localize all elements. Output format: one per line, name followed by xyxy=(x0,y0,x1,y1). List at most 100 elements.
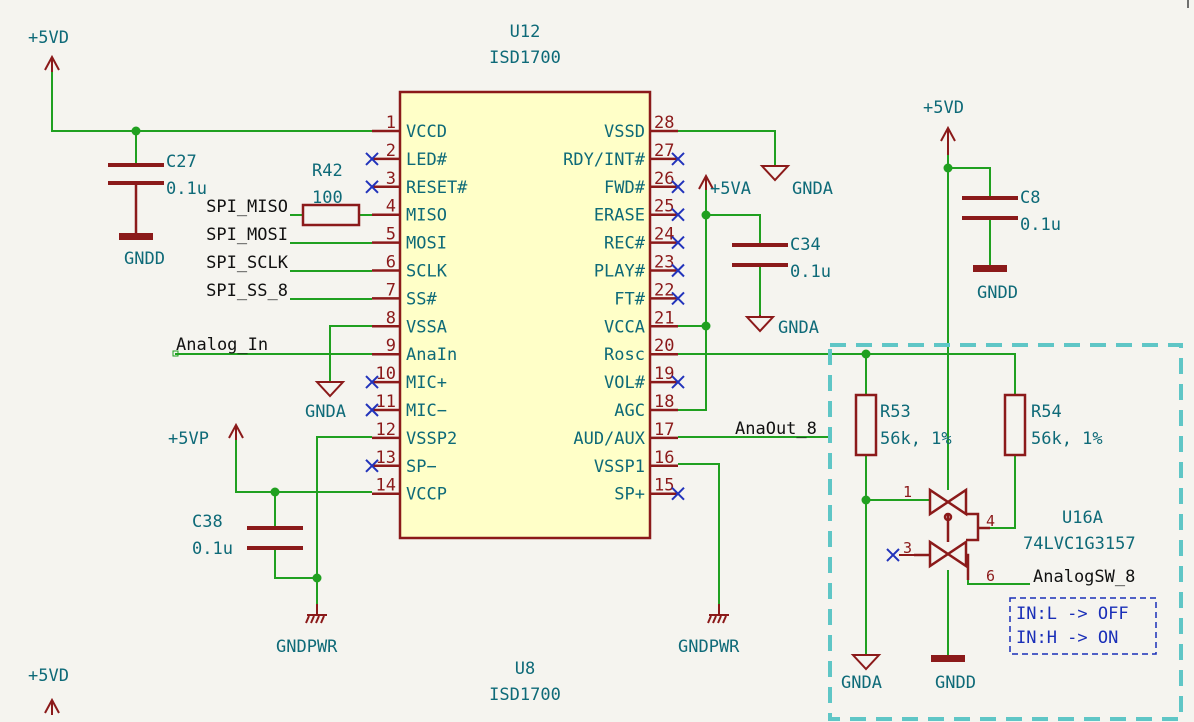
analog-switch-u16a[interactable] xyxy=(914,487,990,580)
u12-pin-name: FT# xyxy=(614,289,645,309)
no-connect-icon xyxy=(671,180,685,194)
no-connect-icon xyxy=(671,375,685,389)
wire-vssp2 xyxy=(316,436,372,604)
u12-pin-name: VCCP xyxy=(406,485,447,505)
ground-gndpwr-icon xyxy=(305,604,327,624)
u12-pin-name: VSSP1 xyxy=(594,457,645,477)
wire-vssd xyxy=(678,130,776,166)
logic-note-line-1: IN:L -> OFF xyxy=(1016,604,1129,624)
u12-pin-name: MIC+ xyxy=(406,373,447,393)
u12-pin-name: REC# xyxy=(604,234,646,254)
net-label-spi-mosi: SPI_MOSI xyxy=(206,225,288,245)
u12-pin-number: 24 xyxy=(654,225,674,245)
u12-pin-name: MISO xyxy=(406,206,447,226)
no-connect-icon xyxy=(671,207,685,222)
net-label-anaout: AnaOut_8 xyxy=(735,419,817,439)
u12-pin-number: 18 xyxy=(654,392,674,412)
u12-pin-number: 13 xyxy=(376,448,396,468)
wire-vccp xyxy=(235,440,372,493)
power-label-5vd: +5VD xyxy=(923,98,964,118)
resistor-r53[interactable] xyxy=(854,393,878,457)
u12-pin-number: 27 xyxy=(654,141,674,161)
u12-pin-number: 2 xyxy=(386,141,396,161)
u12-pin-number: 16 xyxy=(654,448,674,468)
wire-agc xyxy=(678,326,707,411)
u12-pin-number: 3 xyxy=(386,169,396,189)
r54-value: 56k, 1% xyxy=(1031,429,1103,449)
capacitor-c38[interactable] xyxy=(247,526,303,550)
u16a-ref: U16A xyxy=(1062,508,1103,528)
u12-pin-number: 15 xyxy=(654,476,674,496)
u12-pin-number: 4 xyxy=(386,197,396,217)
u12-pin-number: 9 xyxy=(386,336,396,356)
junction-dot xyxy=(861,495,871,505)
wire-c34 xyxy=(706,214,761,315)
no-connect-icon xyxy=(671,486,685,501)
u12-pin-name: SP− xyxy=(406,457,437,477)
ground-label-gndd: GNDD xyxy=(124,249,165,269)
c27-ref: C27 xyxy=(166,152,197,172)
u12-pin-number: 5 xyxy=(386,225,396,245)
junction-dot xyxy=(861,349,871,359)
ground-gndd-icon xyxy=(931,655,965,662)
resistor-r42[interactable] xyxy=(301,203,361,227)
c8-ref: C8 xyxy=(1020,188,1040,208)
u12-pin-name: AnaIn xyxy=(406,345,457,365)
r53-value: 56k, 1% xyxy=(880,429,952,449)
junction-dot xyxy=(312,573,322,583)
wire-sw-pin6 xyxy=(967,580,1030,585)
net-label-spi-sclk: SPI_SCLK xyxy=(206,253,289,273)
u12-pin-number: 17 xyxy=(654,420,674,440)
u12-pin-name: AGC xyxy=(614,401,645,421)
no-connect-icon xyxy=(671,152,685,166)
u12-pin-number: 12 xyxy=(376,420,396,440)
u12-pin-name: PLAY# xyxy=(594,262,646,282)
analog-in-connection-point xyxy=(172,350,179,357)
ground-gndd-icon xyxy=(973,265,1007,272)
u12-pin-number: 8 xyxy=(386,308,396,328)
u12-pin-name: MIC− xyxy=(406,401,447,421)
no-connect-icon xyxy=(365,403,379,417)
wire-vssp1 xyxy=(678,463,720,604)
r54-ref: R54 xyxy=(1031,402,1062,422)
no-connect-icon xyxy=(886,548,900,562)
junction-dot xyxy=(701,210,711,220)
capacitor-c27[interactable] xyxy=(108,163,164,235)
analog-switch-group-box xyxy=(828,343,1183,721)
ground-label-gndd: GNDD xyxy=(977,283,1018,303)
ground-label-gndpwr: GNDPWR xyxy=(276,637,338,657)
u12-pin-number: 20 xyxy=(654,336,674,356)
ground-gndd-icon xyxy=(119,233,153,240)
capacitor-c8[interactable] xyxy=(962,196,1018,220)
wire-c8 xyxy=(948,167,991,265)
wire-rosc xyxy=(678,353,1016,395)
capacitor-c34[interactable] xyxy=(732,243,788,267)
u12-value: ISD1700 xyxy=(489,48,561,68)
c38-ref: C38 xyxy=(192,512,223,532)
u12-pin-name: SCLK xyxy=(406,262,448,282)
u12-pin-name: VOL# xyxy=(604,373,646,393)
net-label-spi-ss: SPI_SS_8 xyxy=(206,281,288,301)
u12-body[interactable] xyxy=(398,90,652,540)
wire-r54-bottom xyxy=(990,455,1016,529)
junction-dot xyxy=(270,487,280,497)
u12-pin-number: 28 xyxy=(654,113,674,133)
logic-note-line-2: IN:H -> ON xyxy=(1016,628,1118,648)
r42-value: 100 xyxy=(312,188,343,208)
u12-pin-number: 23 xyxy=(654,253,674,273)
power-arrow-icon xyxy=(698,173,714,190)
u16a-value: 74LVC1G3157 xyxy=(1023,534,1136,554)
ground-label-gnda: GNDA xyxy=(305,402,346,422)
ground-gndpwr-icon xyxy=(707,604,729,624)
u12-pin-number: 26 xyxy=(654,169,674,189)
ground-gnda-icon xyxy=(314,381,346,398)
ground-label-gnda: GNDA xyxy=(841,673,882,693)
power-label-5vd: +5VD xyxy=(28,666,69,686)
ground-label-gnda: GNDA xyxy=(792,179,833,199)
u12-pin-number: 1 xyxy=(386,113,396,133)
u12-pin-name: SS# xyxy=(406,289,437,309)
resistor-r54[interactable] xyxy=(1003,393,1027,457)
c38-value: 0.1u xyxy=(192,539,233,559)
junction-dot xyxy=(131,126,141,136)
u12-pin-number: 14 xyxy=(376,476,396,496)
